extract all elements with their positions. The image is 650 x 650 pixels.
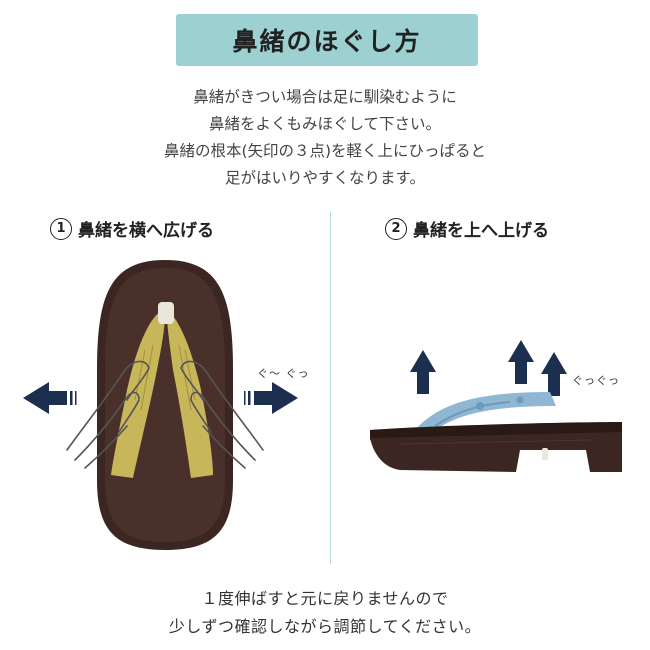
title-banner: 鼻緒のほぐし方 bbox=[176, 14, 478, 66]
center-divider bbox=[330, 212, 331, 564]
hands-illustration bbox=[66, 360, 264, 469]
step-1-sound-text: ぐ〜 ぐっ bbox=[257, 367, 310, 380]
footer-line-1: １度伸ばすと元に戻りませんので bbox=[201, 589, 449, 608]
step-2-number: 2 bbox=[385, 217, 407, 240]
step-2-heading: 2 鼻緒を上へ上げる bbox=[385, 216, 549, 241]
footer-line-2: 少しずつ確認しながら調節してください。 bbox=[168, 617, 482, 636]
intro-line-1: 鼻緒がきつい場合は足に馴染むように bbox=[193, 88, 457, 106]
step-1-label: 鼻緒を横へ広げる bbox=[78, 221, 214, 241]
step-1-heading: 1 鼻緒を横へ広げる bbox=[50, 216, 214, 241]
intro-text: 鼻緒がきつい場合は足に馴染むように 鼻緒をよくもみほぐして下さい。 鼻緒の根本(… bbox=[0, 84, 650, 192]
footer-text: １度伸ばすと元に戻りませんので 少しずつ確認しながら調節してください。 bbox=[0, 585, 650, 641]
intro-line-4: 足がはいりやすくなります。 bbox=[225, 169, 425, 187]
intro-line-2: 鼻緒をよくもみほぐして下さい。 bbox=[208, 115, 442, 133]
step-2-sound-text: ぐっぐっ bbox=[572, 374, 620, 387]
step-2-label: 鼻緒を上へ上げる bbox=[413, 221, 549, 241]
up-arrow-icon bbox=[541, 352, 567, 396]
step-1-number: 1 bbox=[50, 217, 72, 240]
sandal-top-view bbox=[97, 260, 233, 550]
up-arrow-icon bbox=[410, 350, 436, 394]
left-arrow-icon bbox=[23, 382, 77, 414]
step-2-illustration bbox=[370, 340, 622, 472]
up-arrow-icon bbox=[508, 340, 534, 384]
step-1-illustration bbox=[23, 260, 298, 550]
intro-line-3: 鼻緒の根本(矢印の３点)を軽く上にひっぱると bbox=[163, 142, 487, 160]
right-arrow-icon bbox=[244, 382, 298, 414]
page-title: 鼻緒のほぐし方 bbox=[232, 27, 422, 56]
sandal-side-view bbox=[370, 392, 622, 472]
